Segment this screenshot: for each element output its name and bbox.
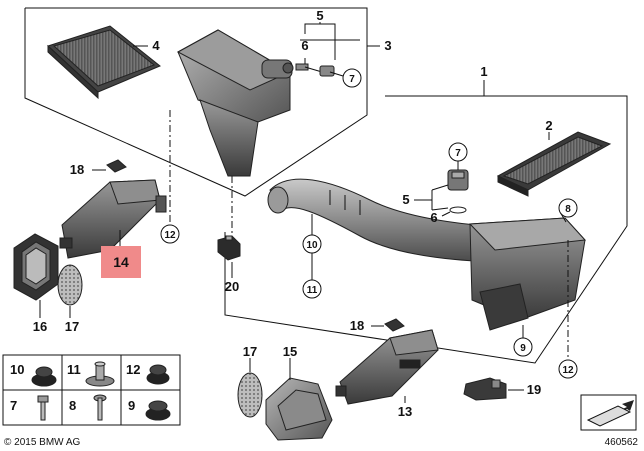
svg-text:8: 8	[565, 204, 571, 215]
table-label-9: 9	[128, 398, 135, 413]
image-number: 460562	[605, 437, 639, 448]
callout-9: 9	[513, 337, 533, 357]
arrow-folder-icon	[580, 394, 637, 431]
label-3: 3	[384, 38, 391, 53]
group-frame-3	[24, 7, 368, 197]
table-label-10: 10	[10, 362, 24, 377]
filter-element-2	[496, 131, 612, 197]
fastener-table	[2, 354, 181, 426]
label-17-left: 17	[65, 319, 79, 334]
callout-10: 10	[302, 234, 322, 254]
label-2: 2	[545, 118, 552, 133]
table-label-7: 7	[10, 398, 17, 413]
intake-silencer-1	[267, 178, 587, 331]
fastener-9-grommet	[145, 400, 171, 421]
filter-element-4	[47, 25, 161, 100]
label-4: 4	[152, 38, 160, 53]
label-17-lower: 17	[243, 344, 257, 359]
foam-pad-18-upper	[106, 159, 127, 173]
svg-text:9: 9	[520, 343, 526, 354]
bracket-19	[463, 377, 507, 401]
highlight-box-14	[101, 246, 141, 278]
callout-8: 8	[558, 198, 578, 218]
sensor-5	[447, 169, 469, 214]
label-5-top: 5	[316, 8, 323, 23]
callout-12-upper: 12	[160, 224, 180, 244]
fastener-8-screw	[93, 394, 107, 421]
fastener-7-screw	[37, 395, 49, 421]
svg-text:12: 12	[562, 365, 574, 376]
fastener-10-nut	[31, 366, 57, 387]
label-15: 15	[283, 344, 297, 359]
callout-7-mid: 7	[448, 142, 468, 162]
mesh-grille-17-left	[57, 264, 83, 306]
label-16: 16	[33, 319, 47, 334]
copyright-text: © 2015 BMW AG	[4, 437, 81, 448]
label-14: 14	[113, 254, 129, 270]
label-18-upper: 18	[70, 162, 84, 177]
svg-text:12: 12	[164, 230, 176, 241]
intake-duct-14	[59, 179, 167, 259]
label-13: 13	[398, 404, 412, 419]
rubber-mount-20	[217, 235, 241, 261]
svg-text:7: 7	[349, 74, 355, 85]
foam-pad-18-lower	[384, 318, 405, 332]
label-5-mid: 5	[402, 192, 409, 207]
callout-12-lower: 12	[558, 359, 578, 379]
table-label-12: 12	[126, 362, 140, 377]
table-label-8: 8	[69, 398, 76, 413]
label-18-lower: 18	[350, 318, 364, 333]
group-frame-1	[224, 95, 628, 364]
label-20: 20	[225, 279, 239, 294]
label-6-top: 6	[301, 38, 308, 53]
table-label-11: 11	[67, 362, 81, 377]
label-1: 1	[480, 64, 487, 79]
intake-silencer-housing-3	[176, 29, 335, 177]
fastener-12-grommet	[146, 364, 170, 385]
mesh-grille-17-lower	[237, 372, 263, 418]
svg-text:10: 10	[306, 240, 318, 251]
svg-text:7: 7	[455, 148, 461, 159]
fastener-11-clip	[85, 361, 115, 387]
label-6-mid: 6	[430, 210, 437, 225]
svg-text:11: 11	[307, 285, 318, 296]
label-19: 19	[527, 382, 541, 397]
seal-frame-16	[13, 233, 59, 301]
intake-scoop-15	[265, 377, 333, 441]
callout-11: 11	[302, 279, 322, 299]
callout-7-top: 7	[342, 68, 362, 88]
intake-duct-13	[335, 329, 439, 405]
